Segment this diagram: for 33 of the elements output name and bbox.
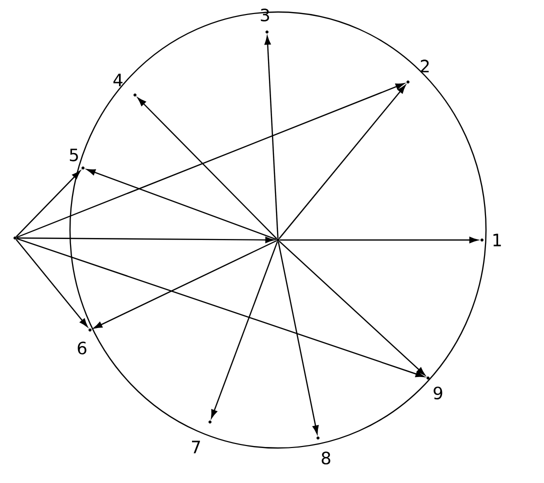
point [82,166,84,170]
point-label: 8 [322,452,330,464]
arrow [16,236,274,244]
point [134,94,136,96]
point-label: 1 [493,234,501,246]
point-label: 7 [192,440,200,454]
point [14,236,16,240]
arrow [278,240,426,376]
point [88,328,92,332]
arrow [94,240,277,329]
arrow [211,241,278,418]
arrow [16,238,88,328]
point [208,420,212,424]
arrow [16,170,80,238]
point [266,30,268,34]
arrow [16,83,404,238]
point-label: 2 [420,60,429,72]
arrow [264,36,278,238]
arrow [138,98,278,240]
point [480,238,484,242]
point [316,436,320,440]
point-label: 4 [113,74,122,86]
arrow [280,236,478,244]
point [426,376,430,380]
point [406,80,410,84]
arrow [16,238,424,378]
arrow [278,84,406,240]
arrow [278,242,319,434]
point [276,238,280,242]
point-label: 6 [78,342,86,354]
arrow [86,169,277,240]
point-label: 5 [70,148,78,162]
point-label: 9 [434,386,442,400]
